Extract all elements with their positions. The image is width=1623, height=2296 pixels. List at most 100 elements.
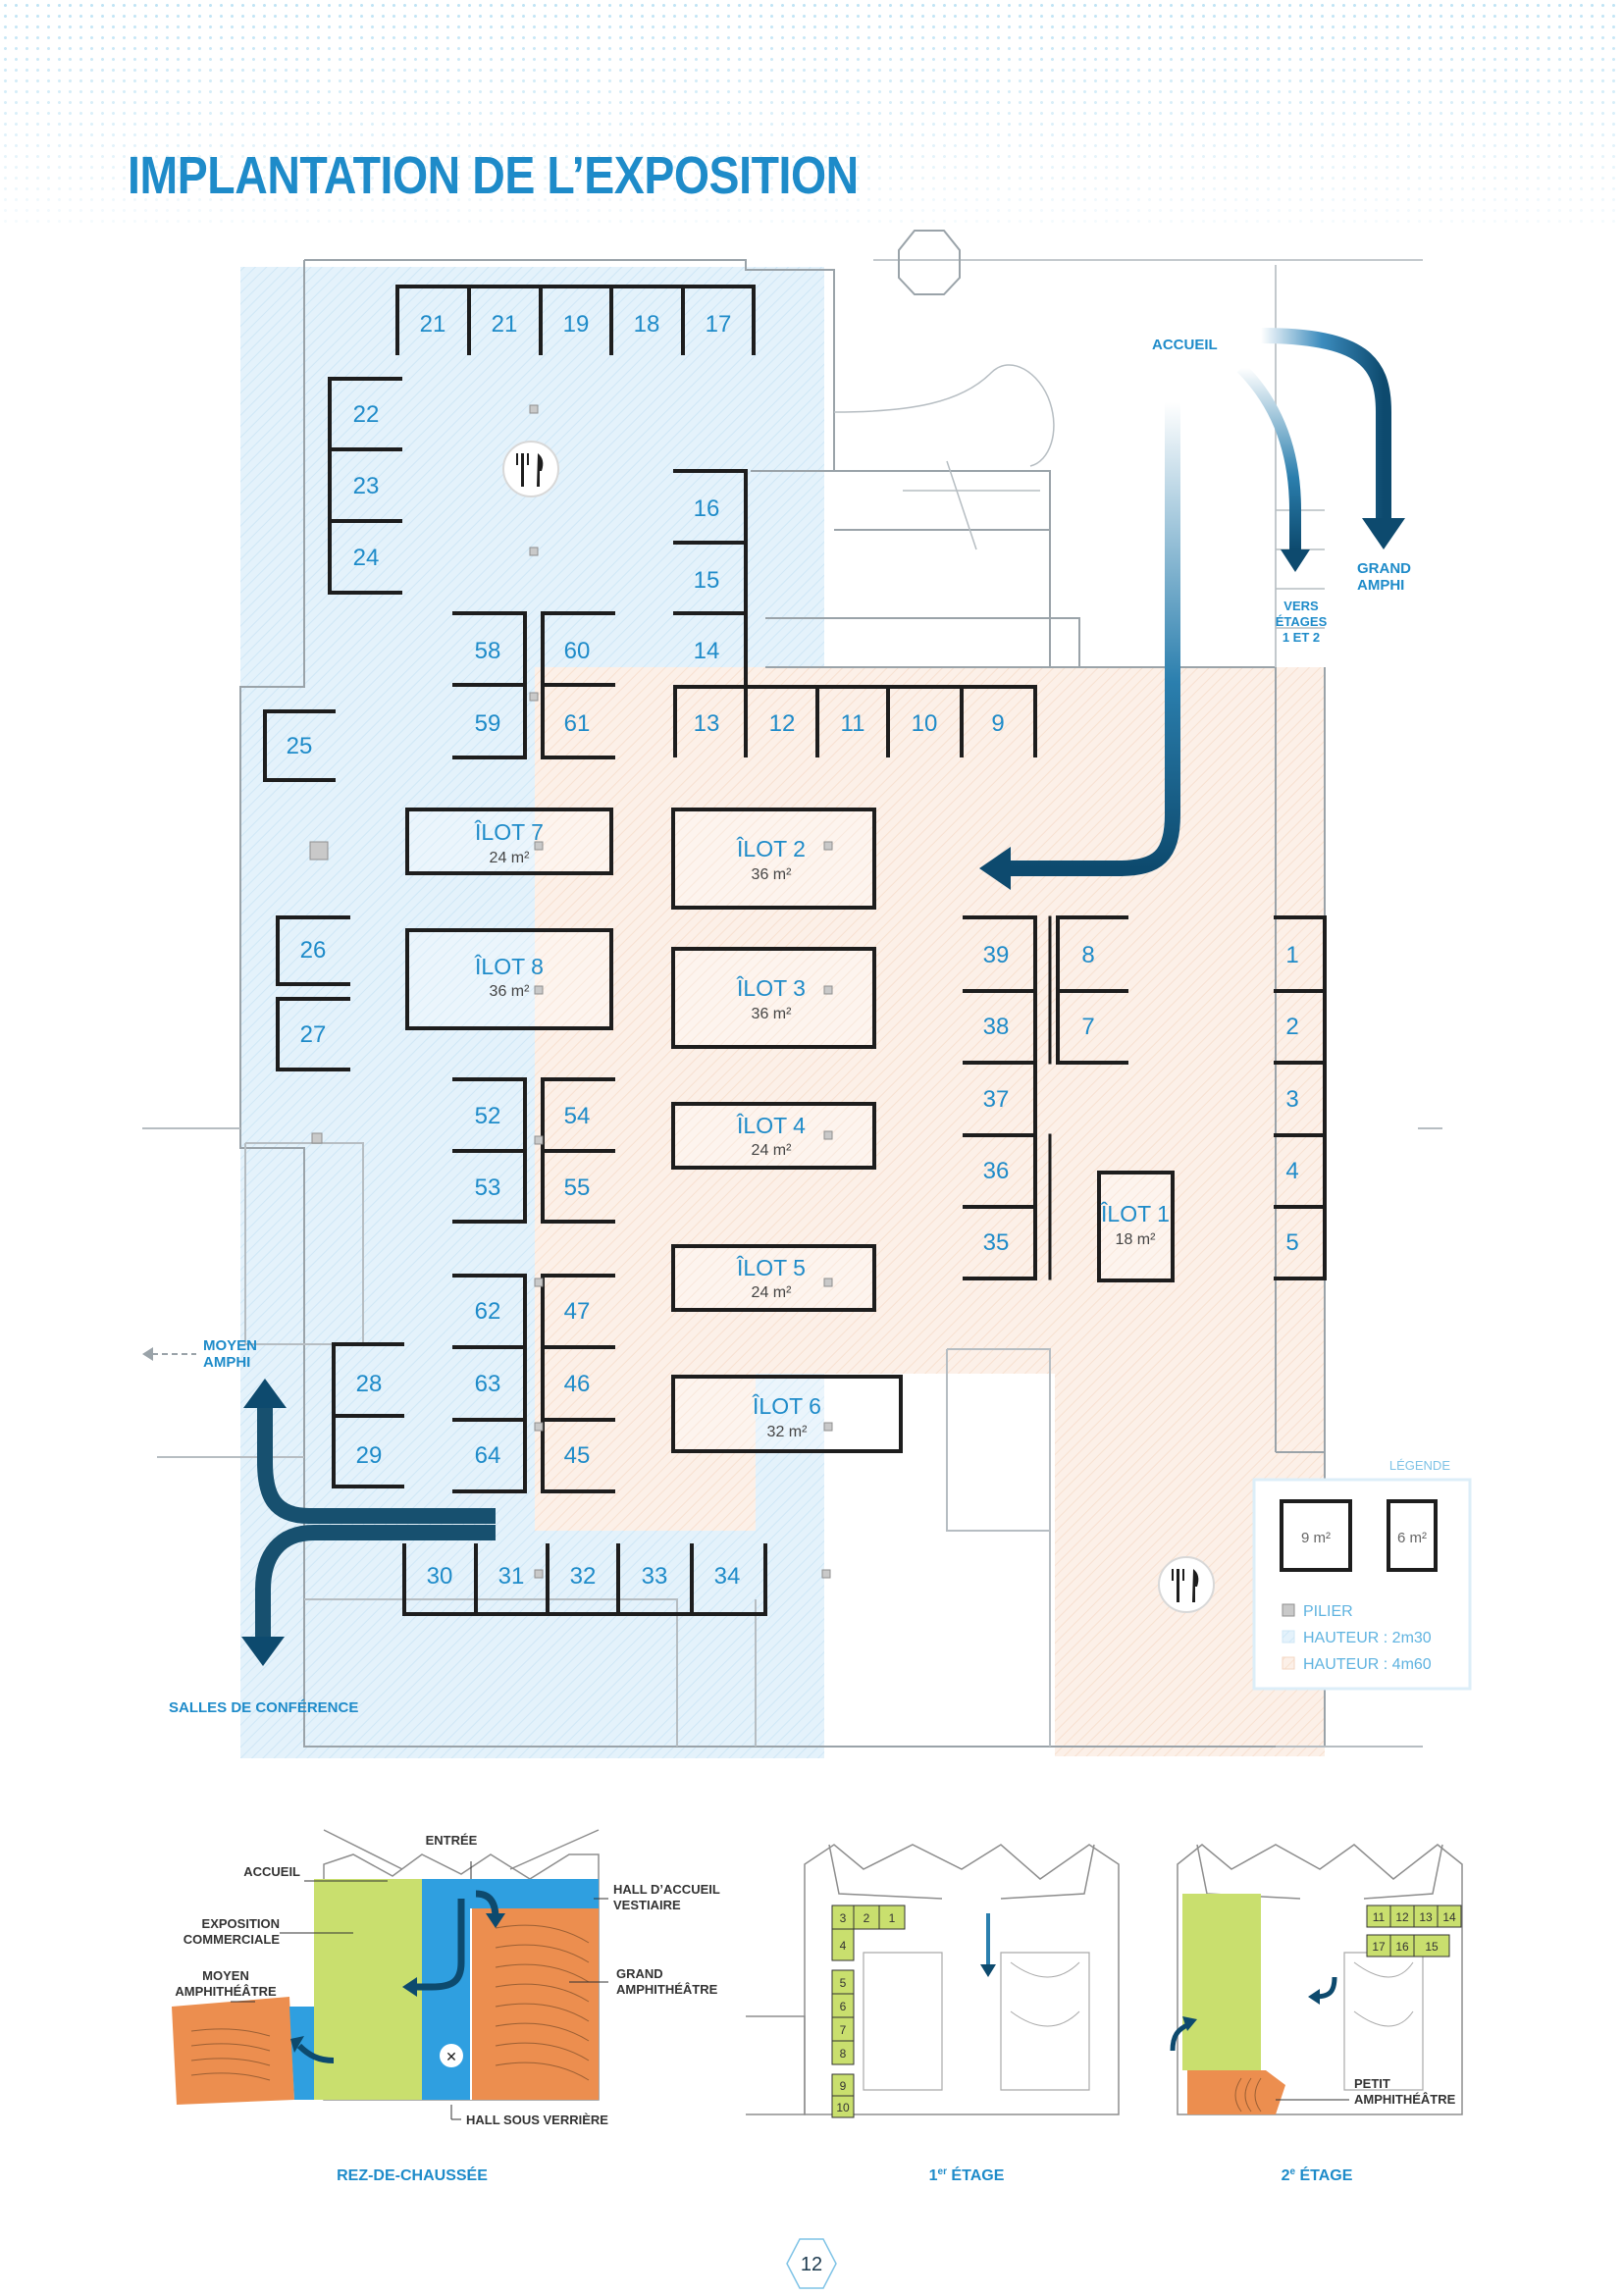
ilot-4-name: ÎLOT 4 <box>736 1113 806 1138</box>
stand-8: 8 <box>1081 942 1094 968</box>
rdc-accueil: ACCUEIL <box>243 1864 300 1879</box>
etage1-caption: 1er ÉTAGE <box>929 2166 1005 2184</box>
stand-14: 14 <box>694 638 720 664</box>
legend-hauteur-low: HAUTEUR : 2m30 <box>1303 1630 1432 1646</box>
etage2-stand-12: 12 <box>1395 1910 1409 1924</box>
moyen-amphi-label-2: AMPHI <box>203 1354 250 1371</box>
legend: LÉGENDE 9 m² 6 m² PILIER HAUTEUR : 2m30 … <box>1252 1458 1472 1691</box>
stand-46: 46 <box>564 1371 591 1397</box>
rdc-expo-2: COMMERCIALE <box>183 1932 281 1947</box>
restaurant-icon <box>502 441 559 497</box>
stand-53: 53 <box>475 1174 501 1201</box>
stand-34: 34 <box>714 1563 741 1590</box>
rdc-moyen-1: MOYEN <box>202 1968 249 1983</box>
stand-17: 17 <box>706 311 732 338</box>
floor-plan: 21 21 19 18 17 22 23 24 16 15 14 13 12 1… <box>142 230 1472 1758</box>
ilot-2-name: ÎLOT 2 <box>736 836 806 861</box>
stand-32: 32 <box>570 1563 597 1590</box>
arrow-salles-conference <box>241 1525 496 1666</box>
stand-5: 5 <box>1285 1229 1298 1256</box>
stand-13: 13 <box>694 710 720 737</box>
stand-15: 15 <box>694 567 720 594</box>
dashed-arrow-moyen-amphi <box>142 1347 196 1361</box>
grand-amphi-label-2: AMPHI <box>1357 577 1404 594</box>
stand-7: 7 <box>1081 1014 1094 1040</box>
stand-62: 62 <box>475 1298 501 1325</box>
ilot-6-area: 32 m² <box>767 1424 809 1440</box>
stand-28: 28 <box>356 1371 383 1397</box>
etage2-stands <box>1366 1905 1462 1957</box>
etage2-stand-11: 11 <box>1373 1910 1386 1924</box>
grand-amphi-label-1: GRAND <box>1357 560 1411 577</box>
legend-hauteur-high: HAUTEUR : 4m60 <box>1303 1656 1432 1673</box>
etage2-petit-2: AMPHITHÉÂTRE <box>1354 2092 1456 2107</box>
stand-16: 16 <box>694 496 720 522</box>
etage1-stand-9: 9 <box>840 2079 847 2093</box>
arrow-moyen-amphi <box>243 1379 496 1524</box>
etage2-stand-14: 14 <box>1442 1910 1456 1924</box>
page-number-badge: 12 <box>784 2236 839 2291</box>
stand-61: 61 <box>564 710 591 737</box>
stand-11: 11 <box>841 710 865 737</box>
pillars <box>309 404 833 1579</box>
rdc-hall-accueil-1: HALL D’ACCUEIL <box>613 1882 720 1897</box>
stand-60: 60 <box>564 638 591 664</box>
etage1-stand-1: 1 <box>889 1911 896 1925</box>
rdc-expo-1: EXPOSITION <box>202 1916 280 1931</box>
stand-64: 64 <box>475 1442 501 1469</box>
ilot-1-area: 18 m² <box>1116 1231 1157 1248</box>
etage2-stand-17: 17 <box>1372 1940 1386 1954</box>
stand-52: 52 <box>475 1103 501 1129</box>
legend-9m2: 9 m² <box>1301 1530 1331 1546</box>
etage2-stand-15: 15 <box>1425 1940 1439 1954</box>
rdc-hall-accueil-2: VESTIAIRE <box>613 1898 681 1912</box>
zone-high-ceiling <box>535 667 1325 1756</box>
ilot-1-name: ÎLOT 1 <box>1100 1201 1170 1226</box>
etage1-stand-10: 10 <box>836 2101 850 2114</box>
rdc-hall-verriere: HALL SOUS VERRIÈRE <box>466 2113 608 2127</box>
map-etage-2: 11 12 13 14 17 16 15 PETIT AMPHITHÉÂTRE … <box>1170 1844 1463 2184</box>
building-outline <box>142 259 1442 1748</box>
mini-maps: ✕ ENTRÉE ACCUEIL EXPOSITION COMMERCIALE … <box>172 1829 1463 2184</box>
rdc-restaurant-icon: ✕ <box>445 2049 457 2064</box>
ilot-3-name: ÎLOT 3 <box>736 975 806 1001</box>
etage2-stand-13: 13 <box>1419 1910 1433 1924</box>
rdc-moyen-2: AMPHITHÉÂTRE <box>175 1984 277 1999</box>
stand-2: 2 <box>1285 1014 1298 1040</box>
stand-27: 27 <box>300 1021 327 1048</box>
accueil-label: ACCUEIL <box>1152 337 1218 353</box>
stair-lines <box>833 364 1325 629</box>
moyen-amphi-label-1: MOYEN <box>203 1337 257 1354</box>
stand-29: 29 <box>356 1442 383 1469</box>
stand-33: 33 <box>642 1563 668 1590</box>
legend-title: LÉGENDE <box>1389 1458 1450 1473</box>
ilot-5-name: ÎLOT 5 <box>736 1255 806 1280</box>
stand-4: 4 <box>1285 1158 1298 1184</box>
ilot-boxes <box>405 808 1175 1453</box>
ilot-7-area: 24 m² <box>490 850 531 866</box>
ilot-4-area: 24 m² <box>752 1142 793 1159</box>
etage1-stand-8: 8 <box>840 2047 847 2061</box>
stand-18: 18 <box>634 311 660 338</box>
etage1-stand-3: 3 <box>840 1911 847 1925</box>
etage1-stand-5: 5 <box>840 1976 847 1990</box>
stand-9: 9 <box>991 710 1004 737</box>
ilot-7-name: ÎLOT 7 <box>474 819 544 845</box>
legend-pilier: PILIER <box>1303 1603 1353 1620</box>
etage2-stand-16: 16 <box>1395 1940 1409 1954</box>
page-number: 12 <box>801 2254 822 2275</box>
ilot-2-area: 36 m² <box>752 866 793 883</box>
ilot-3-area: 36 m² <box>752 1006 793 1022</box>
restaurant-icon <box>1158 1556 1215 1613</box>
stand-59: 59 <box>475 710 501 737</box>
stand-63: 63 <box>475 1371 501 1397</box>
dot-pattern-header <box>0 0 1623 226</box>
stand-55: 55 <box>564 1174 591 1201</box>
stand-45: 45 <box>564 1442 591 1469</box>
ilot-8-name: ÎLOT 8 <box>474 954 544 979</box>
etage1-stand-6: 6 <box>840 2000 847 2013</box>
page-title: IMPLANTATION DE L’EXPOSITION <box>128 146 859 205</box>
arrow-to-grand-amphi <box>1260 328 1405 549</box>
ilot-8-area: 36 m² <box>490 983 531 1000</box>
stand-36: 36 <box>983 1158 1010 1184</box>
